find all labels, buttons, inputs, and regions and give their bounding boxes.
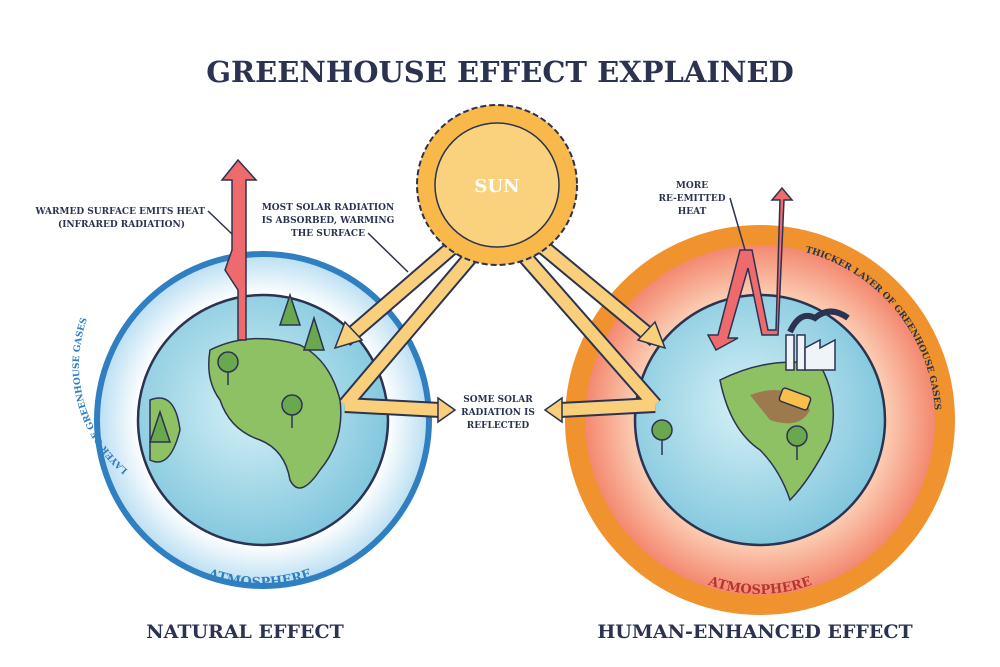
emit-label-line2: (INFRARED RADIATION) [58,219,185,230]
emit-label-line1: WARMED SURFACE EMITS HEAT [35,207,206,217]
sun-label: SUN [474,176,519,197]
annotation-labels: WARMED SURFACE EMITS HEAT (INFRARED RADI… [35,181,746,431]
reflected-label-line3: REFLECTED [467,421,530,431]
natural-effect-caption: NATURAL EFFECT [146,621,344,643]
factory-icon [785,308,850,371]
diagram-title: GREENHOUSE EFFECT EXPLAINED [206,55,793,89]
reemit-label-line1: MORE [676,181,708,191]
reflected-label-line2: RADIATION IS [461,408,535,418]
absorbed-label-line2: IS ABSORBED, WARMING [262,216,395,226]
reemit-label-line3: HEAT [678,207,707,217]
reemit-label-line2: RE-EMITTED [658,194,725,204]
reflected-label-line1: SOME SOLAR [463,395,533,405]
enhanced-effect-caption: HUMAN-ENHANCED EFFECT [597,621,912,643]
absorbed-label-line1: MOST SOLAR RADIATION [262,203,394,213]
car-icon [778,387,812,411]
sun-icon: SUN [416,104,578,266]
absorbed-label-line3: THE SURFACE [291,229,365,239]
heat-arrows [220,158,794,352]
continent-africa [208,337,342,489]
tree-icon [651,419,808,460]
tree-icon [148,292,326,443]
